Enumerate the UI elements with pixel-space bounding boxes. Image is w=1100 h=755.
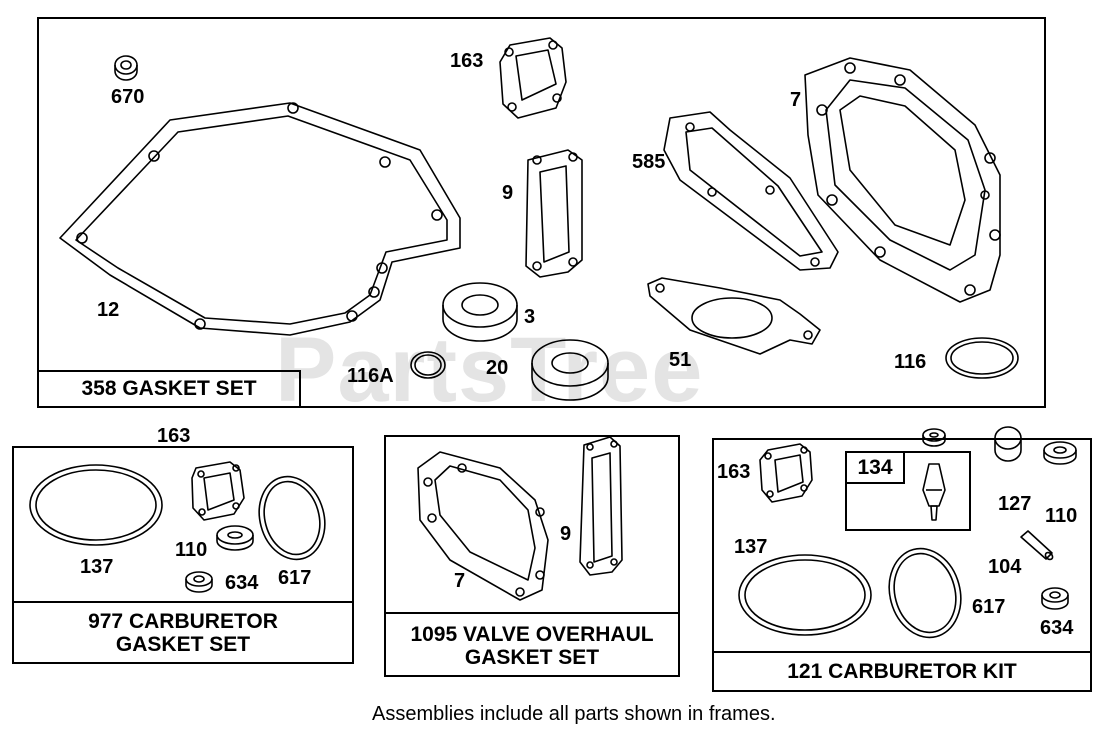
callout-634-977: 634 (225, 572, 259, 594)
caption-box-121 (712, 651, 1092, 692)
callout-110-121: 110 (1045, 505, 1078, 527)
caption-box-1095 (384, 612, 680, 677)
callout-617-977: 617 (278, 567, 312, 589)
callout-670: 670 (111, 86, 145, 108)
part-585-gasket (664, 112, 838, 270)
part-104-shaft (1021, 531, 1054, 561)
caption-358-gasket-set: 358 GASKET SET (81, 377, 257, 400)
caption-1095-line2: GASKET SET (464, 646, 600, 669)
callout-104: 104 (988, 556, 1022, 578)
part-9-gasket-b (580, 437, 622, 575)
callout-163-977: 163 (157, 425, 191, 447)
callout-116: 116 (894, 351, 927, 373)
caption-977-line2: GASKET SET (115, 633, 251, 656)
callout-163-top: 163 (450, 50, 484, 72)
callout-9-1095: 9 (560, 523, 572, 545)
caption-977-line1: 977 CARBURETOR (88, 610, 278, 633)
callout-7-top: 7 (790, 89, 802, 111)
callout-7-1095: 7 (454, 570, 466, 592)
part-9-gasket (526, 150, 582, 277)
part-634-seal-b (1042, 588, 1068, 609)
callout-110-977: 110 (175, 539, 208, 561)
frame-358-gasket-set (37, 17, 1046, 408)
label-134: 134 (857, 456, 893, 479)
callout-585: 585 (632, 151, 666, 173)
caption-1095-line1: 1095 VALVE OVERHAUL (410, 623, 654, 646)
part-3-oil-seal (443, 283, 517, 341)
part-12-crankcase-gasket (60, 103, 460, 335)
callout-3: 3 (524, 306, 536, 328)
assemblies-note: Assemblies include all parts shown in fr… (372, 703, 776, 725)
part-134-needle-seat (923, 429, 945, 520)
part-116-oring (946, 338, 1018, 378)
part-7-head-gasket-b (418, 452, 548, 600)
part-51-exhaust-gasket (648, 278, 820, 354)
part-617-ring-a (250, 469, 334, 567)
callout-12: 12 (97, 299, 120, 321)
callout-163-121: 163 (717, 461, 751, 483)
callout-51: 51 (669, 349, 692, 371)
part-116a-oring (411, 352, 445, 378)
part-110-washer-b (1044, 442, 1076, 464)
part-617-ring-b (880, 540, 971, 645)
callout-20: 20 (486, 357, 509, 379)
caption-box-977 (12, 601, 354, 664)
frame-134-subassembly (845, 451, 971, 531)
part-137-ring-b (739, 555, 871, 635)
caption-box-358 (37, 370, 301, 408)
part-7-head-gasket (805, 58, 1000, 302)
caption-121-carburetor-kit: 121 CARBURETOR KIT (787, 660, 1017, 683)
label-box-134 (845, 451, 905, 484)
callout-137-977: 137 (80, 556, 114, 578)
callout-137-121: 137 (734, 536, 768, 558)
callout-9-top: 9 (502, 182, 514, 204)
part-634-seal-a (186, 572, 212, 592)
callout-127: 127 (998, 493, 1032, 515)
part-127-plug (995, 427, 1021, 461)
watermark: PartsTree (275, 319, 704, 421)
part-163-gasket (500, 38, 566, 118)
part-110-washer-a (217, 526, 253, 550)
callout-634-121: 634 (1040, 617, 1074, 639)
callout-617-121: 617 (972, 596, 1006, 618)
part-670-seal (115, 56, 137, 80)
part-163-gasket-c (760, 444, 812, 502)
callout-116a: 116A (347, 365, 394, 387)
part-163-gasket-b (192, 462, 244, 520)
part-137-ring-a (30, 465, 162, 545)
part-20-oil-seal (532, 340, 608, 400)
